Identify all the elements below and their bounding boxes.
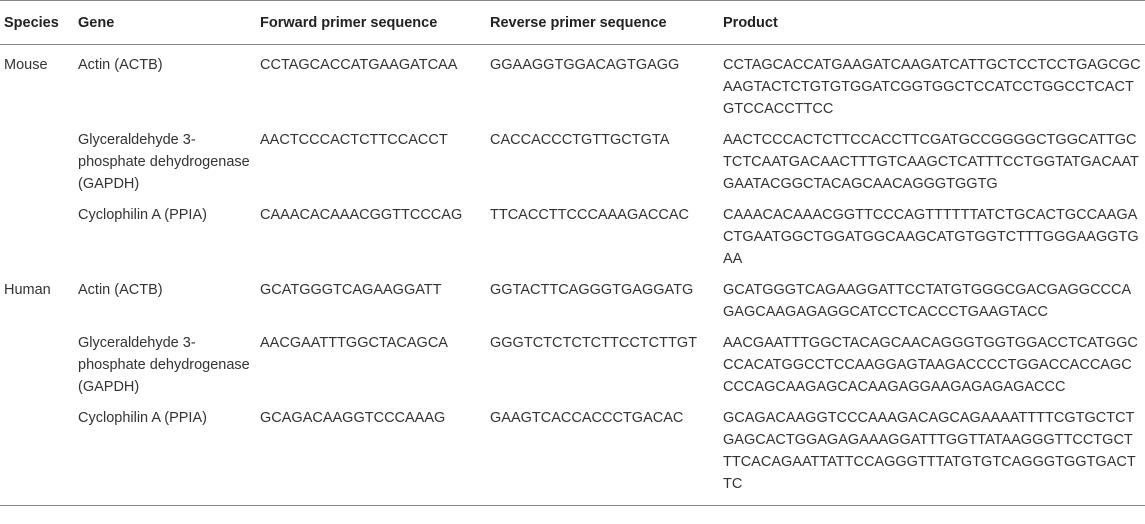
- table-body: Mouse Actin (ACTB) CCTAGCACCATGAAGATCAA …: [0, 45, 1145, 506]
- gene-cell: Glyceraldehyde 3-phosphate dehydrogenase…: [78, 132, 250, 192]
- primer-table: Species Gene Forward primer sequence Rev…: [0, 0, 1145, 506]
- gene-cell: Cyclophilin A (PPIA): [78, 207, 207, 223]
- table-header: Species Gene Forward primer sequence Rev…: [0, 0, 1145, 45]
- header-forward-primer: Forward primer sequence: [260, 0, 490, 45]
- table-row: Human Actin (ACTB) GCATGGGTCAGAAGGATT GG…: [0, 270, 1145, 323]
- header-gene: Gene: [78, 0, 260, 45]
- product-cell: GCAGACAAGGTCCCAAAGACAGCAGAAAATTTTCGTGCTC…: [723, 398, 1145, 506]
- table-row: Cyclophilin A (PPIA) CAAACACAAACGGTTCCCA…: [0, 195, 1145, 270]
- table-row: Mouse Actin (ACTB) CCTAGCACCATGAAGATCAA …: [0, 45, 1145, 121]
- forward-primer-cell: CCTAGCACCATGAAGATCAA: [260, 57, 458, 73]
- product-cell: AACTCCCACTCTTCCACCTTCGATGCCGGGGCTGGCATTG…: [723, 132, 1139, 192]
- table-row: Glyceraldehyde 3-phosphate dehydrogenase…: [0, 120, 1145, 195]
- forward-primer-cell: GCAGACAAGGTCCCAAAG: [260, 398, 490, 506]
- reverse-primer-cell: GGAAGGTGGACAGTGAGG: [490, 57, 680, 73]
- forward-primer-cell: AACTCCCACTCTTCCACCT: [260, 132, 448, 148]
- header-row: Species Gene Forward primer sequence Rev…: [0, 0, 1145, 45]
- gene-cell: Glyceraldehyde 3-phosphate dehydrogenase…: [78, 335, 250, 395]
- product-cell: AACGAATTTGGCTACAGCAACAGGGTGGTGGACCTCATGG…: [723, 335, 1138, 395]
- product-cell: CAAACACAAACGGTTCCCAGTTTTTTATCTGCACTGCCAA…: [723, 207, 1139, 267]
- forward-primer-cell: AACGAATTTGGCTACAGCA: [260, 335, 448, 351]
- reverse-primer-cell: GGTACTTCAGGGTGAGGATG: [490, 282, 694, 298]
- species-cell: [0, 195, 78, 270]
- species-cell: [0, 323, 78, 398]
- gene-cell: Actin (ACTB): [78, 57, 163, 73]
- forward-primer-cell: GCATGGGTCAGAAGGATT: [260, 282, 442, 298]
- species-cell: [0, 398, 78, 506]
- table-row: Cyclophilin A (PPIA) GCAGACAAGGTCCCAAAG …: [0, 398, 1145, 506]
- product-cell: GCATGGGTCAGAAGGATTCCTATGTGGGCGACGAGGCCCA…: [723, 282, 1132, 320]
- header-species: Species: [0, 0, 78, 45]
- header-reverse-primer: Reverse primer sequence: [490, 0, 723, 45]
- product-cell: CCTAGCACCATGAAGATCAAGATCATTGCTCCTCCTGAGC…: [723, 57, 1141, 117]
- reverse-primer-cell: CACCACCCTGTTGCTGTA: [490, 132, 670, 148]
- forward-primer-cell: CAAACACAAACGGTTCCCAG: [260, 207, 463, 223]
- species-cell: Mouse: [4, 57, 48, 73]
- species-cell: [0, 120, 78, 195]
- reverse-primer-cell: TTCACCTTCCCAAAGACCAC: [490, 207, 689, 223]
- reverse-primer-cell: GGGTCTCTCTCTTCCTCTTGT: [490, 335, 697, 351]
- species-cell: Human: [4, 282, 51, 298]
- reverse-primer-cell: GAAGTCACCACCCTGACAC: [490, 398, 723, 506]
- gene-cell: Actin (ACTB): [78, 282, 163, 298]
- gene-cell: Cyclophilin A (PPIA): [78, 398, 260, 506]
- table-row: Glyceraldehyde 3-phosphate dehydrogenase…: [0, 323, 1145, 398]
- header-product: Product: [723, 0, 1145, 45]
